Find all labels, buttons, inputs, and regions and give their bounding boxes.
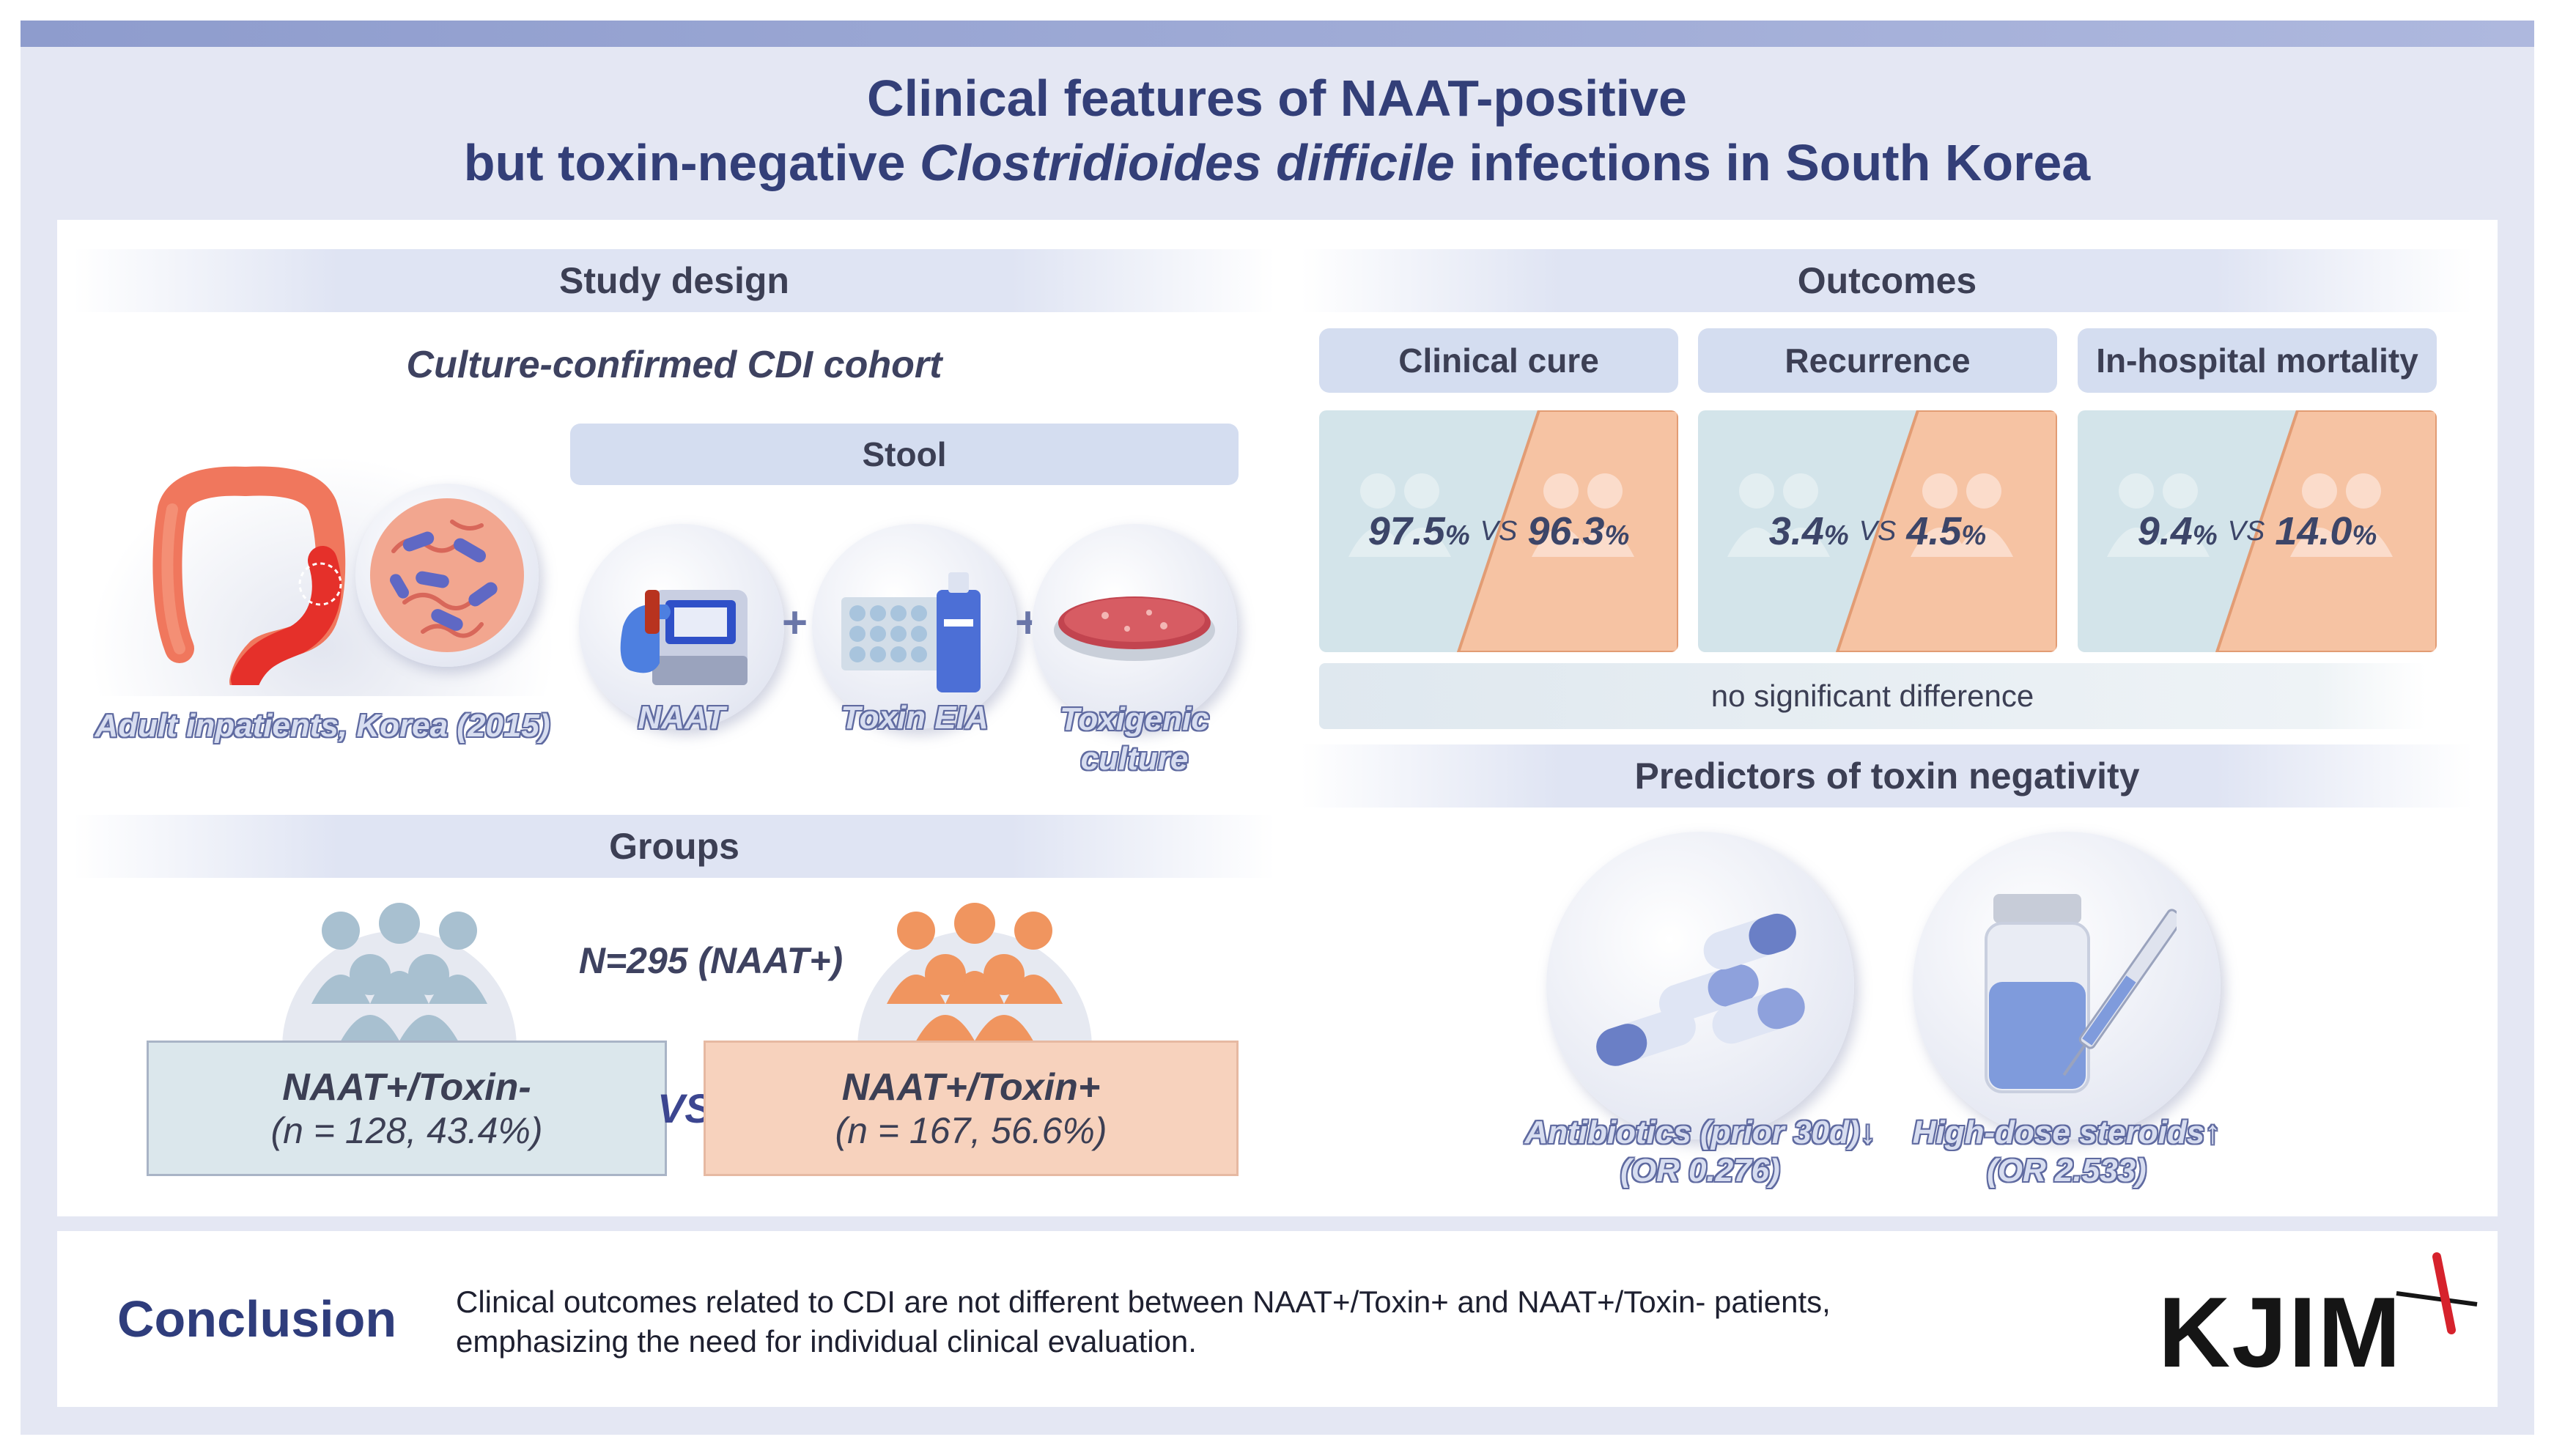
title-organism: Clostridioides difficile	[920, 134, 1455, 191]
predictors-header: Predictors of toxin negativity	[1301, 744, 2473, 808]
mortality-neg-value: 9.4%	[2137, 509, 2218, 553]
petri-dish-icon	[1054, 596, 1215, 661]
increase-arrow-icon: ↑	[2204, 1115, 2221, 1150]
steroids-predictor-label: High-dose steroids↑ (OR 2.533)	[1883, 1114, 2250, 1190]
outcome-values-mortality: 9.4% VS 14.0%	[2078, 410, 2437, 652]
toxin-positive-group-box: NAAT+/Toxin+ (n = 167, 56.6%)	[704, 1041, 1239, 1176]
outcome-label-recurrence: Recurrence	[1698, 328, 2057, 393]
outcome-split-graphic	[2078, 410, 2437, 652]
outcome-card-clinical-cure: 97.5% VS 96.3%	[1319, 410, 1678, 652]
total-n-label: N=295 (NAAT+)	[578, 940, 844, 981]
conclusion-text: Clinical outcomes related to CDI are not…	[456, 1282, 1831, 1361]
outcome-split-graphic	[1319, 410, 1678, 652]
toxin-positive-group-name: NAAT+/Toxin+	[841, 1065, 1101, 1109]
naat-machine-icon	[620, 590, 748, 685]
outcome-label-clinical-cure: Clinical cure	[1319, 328, 1678, 393]
study-design-header: Study design	[73, 249, 1275, 312]
toxin-negative-group-name: NAAT+/Toxin-	[282, 1065, 531, 1109]
recurrence-vs: VS	[1859, 515, 1897, 547]
population-label: Adult inpatients, Korea (2015)	[95, 708, 550, 744]
clinical-cure-vs: VS	[1480, 515, 1518, 547]
top-accent-bar	[21, 21, 2534, 47]
title-line-2-post: infections in South Korea	[1454, 134, 2091, 191]
page-title: Clinical features of NAAT-positive but t…	[0, 66, 2554, 195]
toxin-negative-people-icon	[282, 903, 517, 1048]
title-line-2-pre: but toxin-negative	[463, 134, 920, 191]
toxin-positive-group-detail: (n = 167, 56.6%)	[835, 1109, 1107, 1151]
steroids-odds-ratio: (OR 2.533)	[1987, 1153, 2147, 1189]
recurrence-neg-value: 3.4%	[1768, 509, 1849, 553]
outcome-values-recurrence: 3.4% VS 4.5%	[1698, 410, 2057, 652]
toxin-eia-label: Toxin EIA	[841, 700, 989, 736]
antibiotics-predictor-label: Antibiotics (prior 30d)↓ (OR 0.276)	[1510, 1114, 1891, 1190]
toxin-negative-group-detail: (n = 128, 43.4%)	[270, 1109, 543, 1151]
bacteria-icon	[370, 498, 524, 652]
toxin-positive-people-icon	[857, 903, 1092, 1048]
mortality-vs: VS	[2227, 515, 2265, 547]
plus-sign-1: +	[782, 598, 808, 647]
title-line-2: but toxin-negative Clostridioides diffic…	[0, 130, 2554, 195]
toxigenic-culture-line-2: culture	[1080, 741, 1189, 777]
cohort-title: Culture-confirmed CDI cohort	[406, 344, 942, 386]
stool-label: Stool	[570, 424, 1239, 485]
recurrence-pos-value: 4.5%	[1906, 509, 1987, 553]
steroids-label-line: High-dose steroids↑	[1912, 1115, 2221, 1150]
decrease-arrow-icon: ↓	[1859, 1115, 1876, 1150]
steroid-vial-syringe-icon	[1985, 888, 2177, 1093]
colon-icon	[152, 466, 346, 685]
outcome-card-mortality: 9.4% VS 14.0%	[2078, 410, 2437, 652]
conclusion-title: Conclusion	[117, 1290, 397, 1348]
clinical-cure-pos-value: 96.3%	[1527, 509, 1630, 553]
outcome-label-mortality: In-hospital mortality	[2078, 328, 2437, 393]
toxigenic-culture-label: Toxigenic culture	[1032, 700, 1237, 779]
toxin-negative-group-box: NAAT+/Toxin- (n = 128, 43.4%)	[147, 1041, 667, 1176]
naat-label: NAAT	[638, 700, 726, 736]
toxin-eia-plate-icon	[841, 572, 981, 692]
outcome-split-graphic	[1698, 410, 2057, 652]
groups-vs-label: VS	[657, 1085, 712, 1131]
conclusion-panel	[57, 1231, 2498, 1407]
conclusion-line-2: emphasizing the need for individual clin…	[456, 1324, 1197, 1359]
kjim-logo-mark-icon	[2396, 1252, 2478, 1334]
no-significant-difference-note: no significant difference	[1319, 663, 2426, 729]
conclusion-line-1: Clinical outcomes related to CDI are not…	[456, 1285, 1831, 1319]
title-line-1: Clinical features of NAAT-positive	[867, 70, 1687, 127]
outcomes-header: Outcomes	[1301, 249, 2473, 312]
toxigenic-culture-line-1: Toxigenic	[1060, 701, 1209, 737]
kjim-logo: KJIM	[2158, 1276, 2402, 1388]
antibiotics-label-line: Antibiotics (prior 30d)↓	[1524, 1115, 1876, 1150]
antibiotic-capsules-icon	[1596, 913, 1805, 1066]
outcome-card-recurrence: 3.4% VS 4.5%	[1698, 410, 2057, 652]
groups-header: Groups	[73, 815, 1275, 878]
outcome-values-clinical-cure: 97.5% VS 96.3%	[1319, 410, 1678, 652]
mortality-pos-value: 14.0%	[2275, 509, 2377, 553]
clinical-cure-neg-value: 97.5%	[1368, 509, 1470, 553]
antibiotics-odds-ratio: (OR 0.276)	[1620, 1153, 1780, 1189]
